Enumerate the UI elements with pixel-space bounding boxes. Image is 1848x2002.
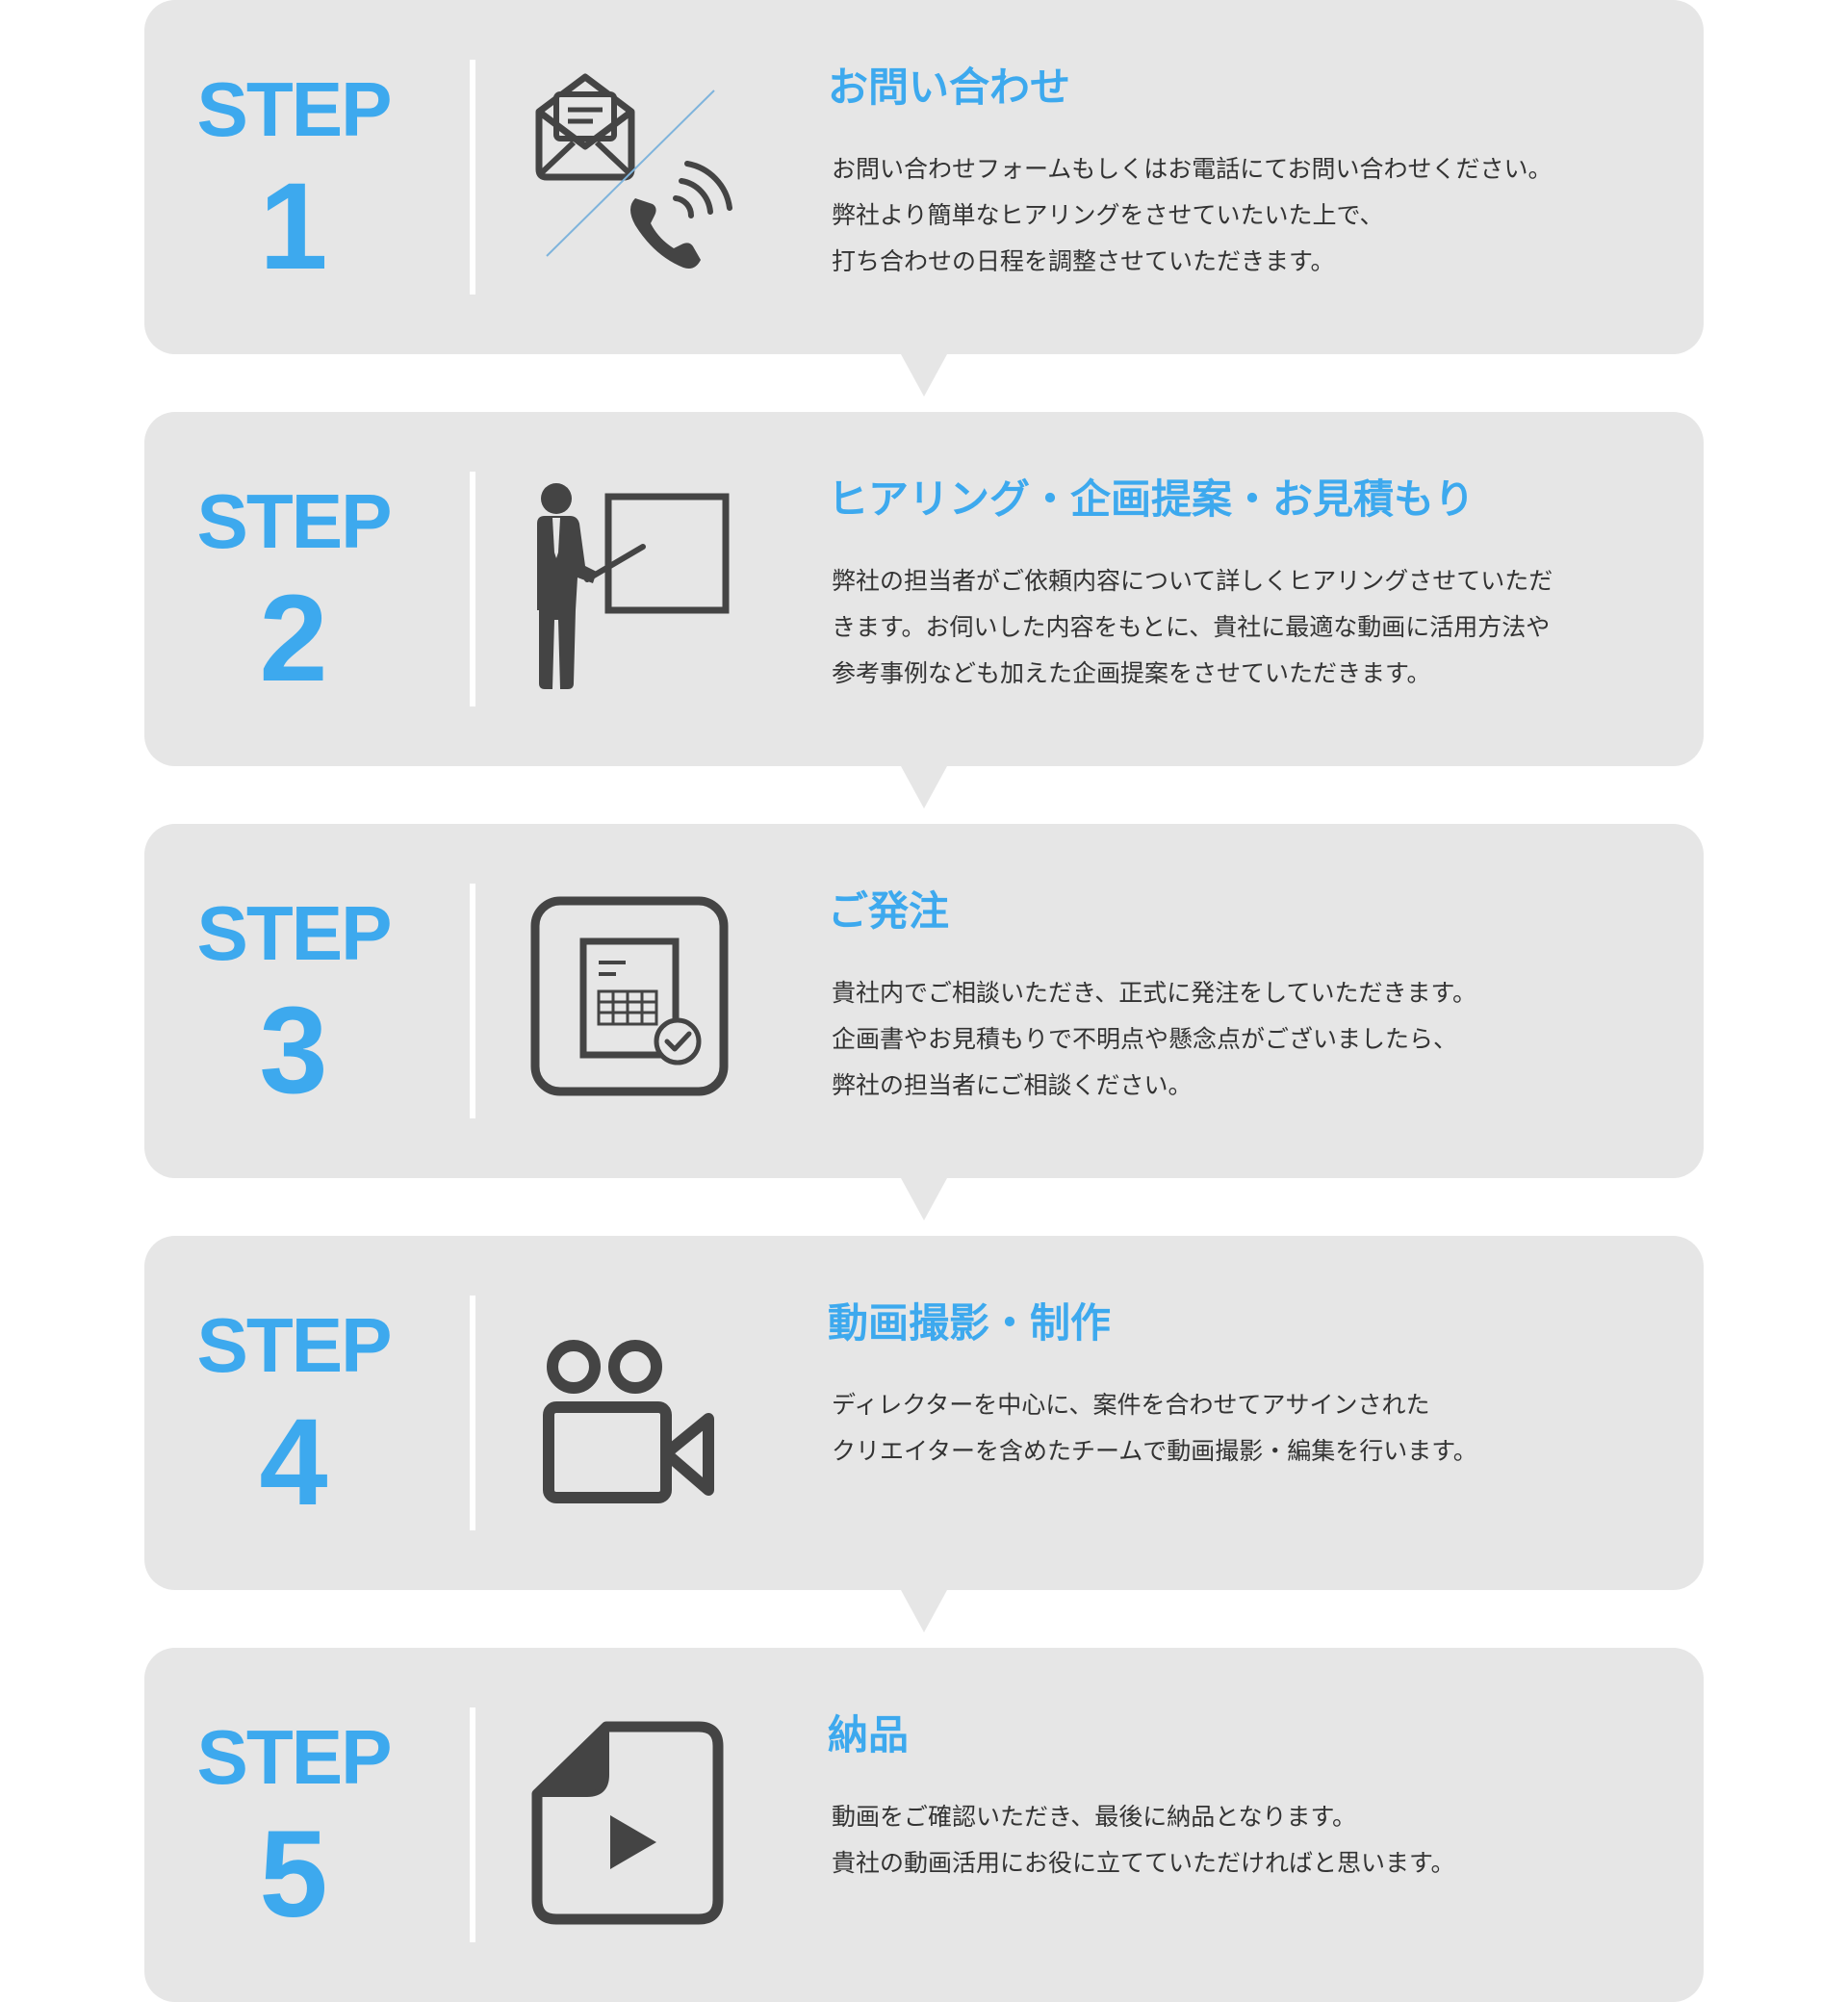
step-description: ディレクターを中心に、案件を合わせてアサインされた クリエイターを含めたチームで… [832,1382,1659,1475]
mail-phone-icon [529,54,751,285]
description-line: ディレクターを中心に、案件を合わせてアサインされた [832,1391,1430,1419]
video-file-icon [529,1702,751,1933]
step-number: 4 [259,1394,328,1531]
step-number: 5 [259,1806,328,1943]
divider [470,1296,475,1530]
video-camera-icon [529,1290,751,1521]
description-line: お問い合わせフォームもしくはお電話にてお問い合わせください。 [832,155,1553,183]
divider [470,884,475,1118]
flow-arrow [901,1178,947,1220]
step-title: 納品 [828,1711,910,1758]
step-title: ご発注 [828,887,950,935]
flow-arrow [901,766,947,808]
step-label: STEP [196,1302,393,1388]
step-card-2: STEP 2 ヒアリング・企画提案・お見積もり 弊社の担当者がご依頼内容について… [144,412,1704,808]
order-document-icon [529,878,751,1109]
description-line: 弊社より簡単なヒアリングをさせていたいた上で、 [832,201,1384,229]
description-line: クリエイターを含めたチームで動画撮影・編集を行います。 [832,1437,1477,1465]
description-line: 動画をご確認いただき、最後に納品となります。 [832,1803,1357,1831]
flow-arrow [901,1590,947,1632]
step-description: 貴社内でご相談いただき、正式に発注をしていただきます。 企画書やお見積もりで不明… [832,970,1659,1109]
step-label: STEP [196,66,393,152]
step-card-5: STEP 5 納品 動画をご確認いただき、最後に納品となります。 貴社の動画活用… [144,1648,1704,2002]
description-line: 弊社の担当者がご依頼内容について詳しくヒアリングさせていただ [832,567,1553,595]
description-line: 打ち合わせの日程を調整させていただきます。 [832,247,1335,275]
divider [470,1707,475,1942]
description-line: 貴社の動画活用にお役に立てていただければと思います。 [832,1849,1455,1877]
step-card-3: STEP 3 ご発注 貴社内でご相談いただき、正式に発注をしていただきます。 [144,824,1704,1220]
step-title: お問い合わせ [828,64,1071,111]
step-description: 弊社の担当者がご依頼内容について詳しくヒアリングさせていただ きます。お伺いした… [832,558,1659,697]
step-number: 2 [259,570,328,707]
step-number: 3 [259,982,328,1119]
description-line: きます。お伺いした内容をもとに、貴社に最適な動画に活用方法や [832,613,1551,641]
divider [470,472,475,706]
step-label: STEP [196,890,393,976]
step-title: ヒアリング・企画提案・お見積もり [828,475,1476,523]
step-label: STEP [196,478,393,564]
description-line: 貴社内でご相談いただき、正式に発注をしていただきます。 [832,979,1477,1007]
flow-arrow [901,354,947,397]
divider [470,60,475,295]
presenter-icon [529,466,751,697]
step-number: 1 [259,158,328,295]
description-line: 企画書やお見積もりで不明点や懸念点がございましたら、 [832,1025,1458,1053]
step-card-1: STEP 1 お問い合わせ お問い [144,0,1704,397]
step-description: お問い合わせフォームもしくはお電話にてお問い合わせください。 弊社より簡単なヒア… [832,146,1659,285]
step-card-4: STEP 4 動画撮影・制作 ディレクターを中心に、案件を合わせてアサインされた… [144,1236,1704,1632]
step-title: 動画撮影・制作 [828,1299,1112,1347]
description-line: 参考事例なども加えた企画提案をさせていただきます。 [832,659,1431,687]
step-label: STEP [196,1714,393,1800]
description-line: 弊社の担当者にご相談ください。 [832,1071,1193,1099]
step-description: 動画をご確認いただき、最後に納品となります。 貴社の動画活用にお役に立てていただ… [832,1794,1659,1886]
